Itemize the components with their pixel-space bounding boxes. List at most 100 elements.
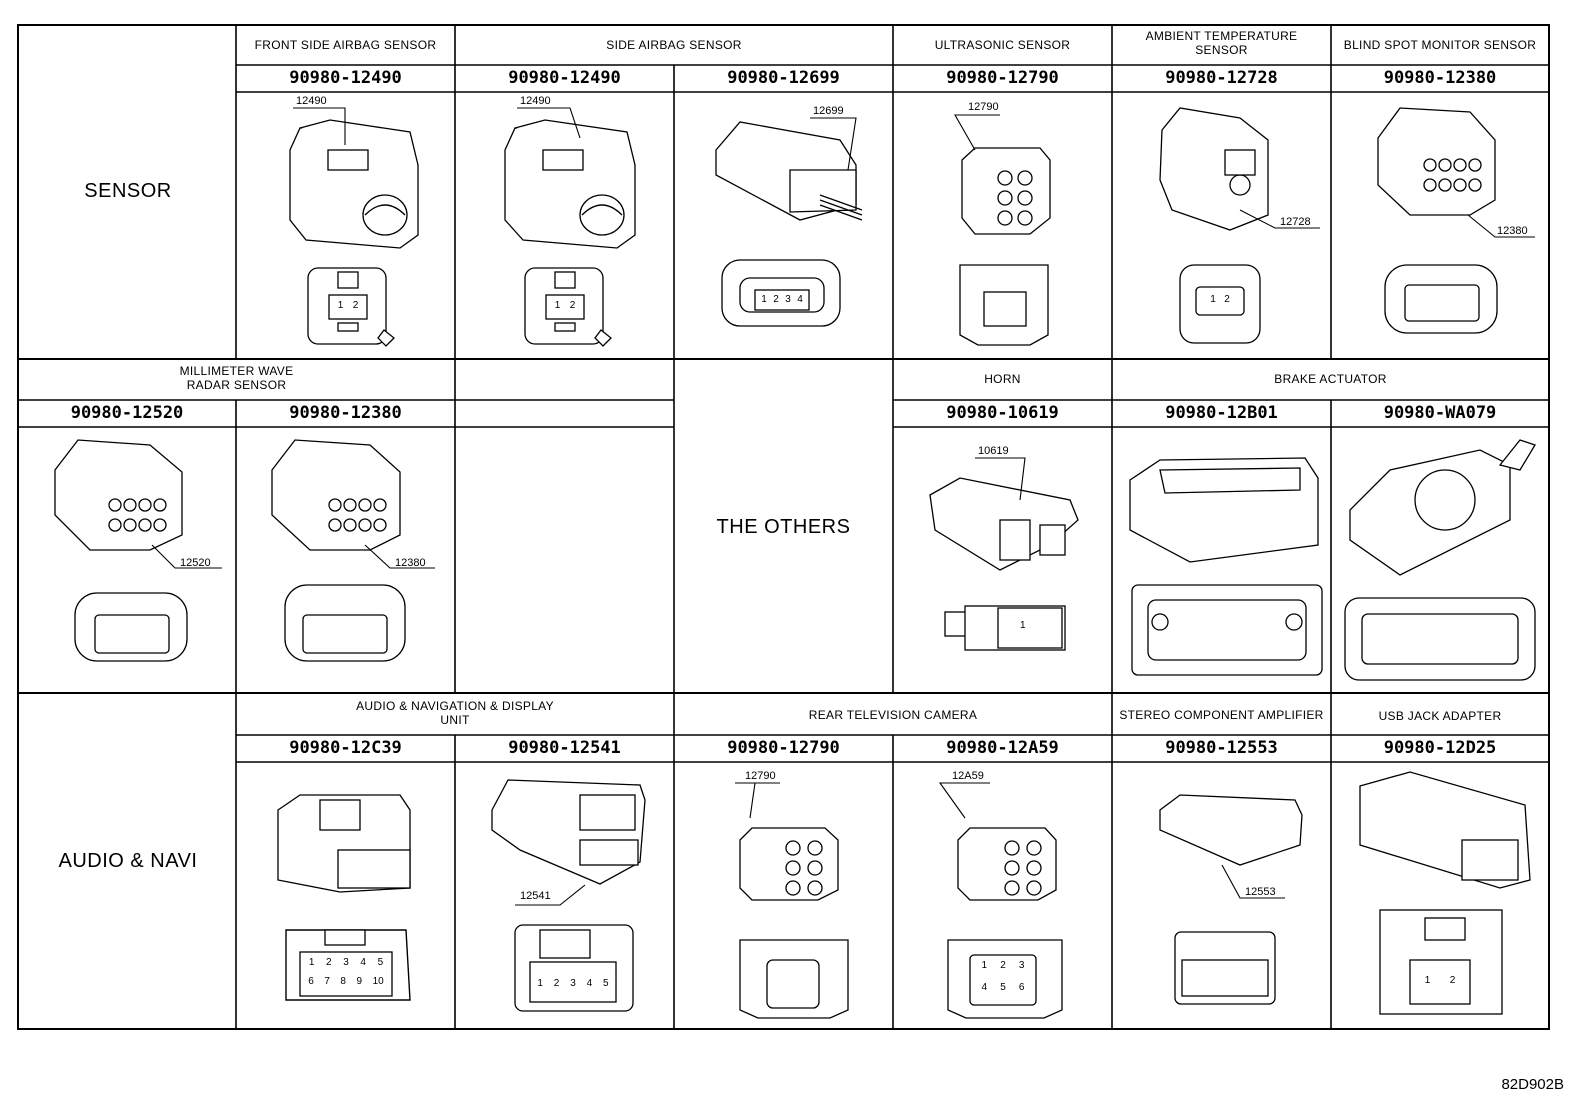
- connector-r3c6-iso: [1159, 794, 1303, 866]
- callout-leader-r1c5: [954, 114, 1000, 151]
- connector-r2c2-face: [284, 584, 406, 662]
- callout-label: 12380: [1497, 225, 1528, 237]
- callout-label: 12380: [395, 557, 426, 569]
- pin-label: 3: [1018, 960, 1025, 971]
- pin-label: 1: [537, 978, 543, 989]
- connector-r1c3-face: [524, 267, 612, 347]
- part-number: 90980-12790: [727, 738, 840, 758]
- connector-r1c2-iso: [289, 119, 419, 249]
- group-label-side-airbag: SIDE AIRBAG SENSOR: [606, 38, 742, 52]
- callout-leader-r1c6: [1239, 209, 1320, 229]
- part-number: 90980-12380: [289, 403, 402, 423]
- part-number: 90980-12541: [508, 738, 621, 758]
- connector-r2c5-face: [944, 605, 1066, 651]
- connector-r1c4-face: [721, 259, 841, 327]
- pin-label: 4: [981, 982, 988, 993]
- part-number: 90980-12553: [1165, 738, 1278, 758]
- pin-label: 3: [785, 294, 791, 305]
- connector-r2c7-face: [1344, 597, 1536, 681]
- group-label-blind-spot: BLIND SPOT MONITOR SENSOR: [1343, 38, 1537, 52]
- pin-label: 1: [761, 294, 767, 305]
- group-label-brake-actuator: BRAKE ACTUATOR: [1274, 372, 1387, 386]
- part-number: 90980-12D25: [1383, 738, 1497, 758]
- part-number: 90980-12B01: [1165, 403, 1278, 423]
- connector-r3c4-face: [739, 939, 849, 1019]
- connector-r2c2-iso: [271, 439, 401, 551]
- part-number: 90980-12C39: [289, 738, 402, 758]
- connector-r1c7-iso: [1377, 107, 1496, 216]
- pin-label: 4: [797, 294, 803, 305]
- pin-label: 5: [602, 978, 609, 989]
- pin-label: 5: [377, 957, 384, 968]
- connector-r3c2-face: [285, 929, 411, 1001]
- callout-label: 12699: [813, 105, 844, 117]
- pin-labels-r2c5: 1: [1020, 620, 1026, 631]
- pin-label: 1: [308, 957, 315, 968]
- callout-leader-r1c3: [517, 107, 581, 139]
- connector-r3c3-face: [514, 924, 634, 1012]
- callout-label: 10619: [978, 445, 1009, 457]
- group-label-horn: HORN: [984, 372, 1021, 386]
- part-number: 90980-12790: [946, 68, 1059, 88]
- callout-leader-r3c5: [938, 782, 990, 819]
- connector-r1c4-iso: [715, 121, 863, 221]
- group-label-front-side-airbag: FRONT SIDE AIRBAG SENSOR: [254, 38, 437, 52]
- callout-label: 12728: [1280, 216, 1311, 228]
- pin-label: 6: [1018, 982, 1025, 993]
- pin-label: 4: [586, 978, 593, 989]
- connector-r2c6-face: [1131, 584, 1323, 676]
- pin-label: 1: [1210, 294, 1216, 305]
- pin-label: 2: [326, 957, 332, 968]
- pin-label: 5: [1000, 982, 1006, 993]
- part-number: 90980-12699: [727, 68, 840, 88]
- pin-label: 2: [553, 978, 560, 989]
- part-number: 90980-12520: [70, 403, 184, 423]
- connector-r3c4-iso: [739, 827, 839, 901]
- group-label-rear-tv-camera: REAR TELEVISION CAMERA: [808, 708, 978, 722]
- callout-leader-r3c6: [1221, 864, 1285, 899]
- drawing-id: 82D902B: [1501, 1076, 1564, 1093]
- group-label-stereo-amp: STEREO COMPONENT AMPLIFIER: [1119, 708, 1324, 722]
- connector-r1c2-face: [307, 267, 395, 347]
- group-label-mmwave: MILLIMETER WAVE RADAR SENSOR: [179, 364, 294, 392]
- section-label-audio-navi: AUDIO & NAVI: [58, 850, 198, 872]
- group-label-ultrasonic: ULTRASONIC SENSOR: [934, 38, 1071, 52]
- callout-label: 12553: [1245, 886, 1276, 898]
- pin-label: 10: [372, 976, 384, 987]
- callout-label: 12A59: [952, 770, 984, 782]
- connector-r3c5-iso: [957, 827, 1057, 901]
- pin-label: 2: [352, 300, 359, 311]
- connector-r3c2-iso: [277, 794, 411, 893]
- callout-leader-r1c4: [810, 117, 857, 171]
- pin-label: 1: [1424, 975, 1431, 986]
- callout-leader-r1c7: [1467, 214, 1535, 238]
- pin-label: 2: [1449, 975, 1456, 986]
- pin-label: 7: [324, 976, 330, 987]
- connector-r1c7-face: [1384, 264, 1498, 334]
- callout-leader-r3c3: [515, 884, 586, 906]
- callout-leader-r3c4: [735, 782, 780, 819]
- connector-r1c6-face: [1179, 264, 1261, 344]
- pin-label: 6: [308, 976, 314, 987]
- section-label-sensor: SENSOR: [84, 180, 172, 202]
- pin-label: 2: [1000, 960, 1006, 971]
- connector-r1c3-iso: [504, 119, 636, 249]
- part-number: 90980-10619: [946, 403, 1059, 423]
- connector-r1c5-iso: [961, 147, 1051, 235]
- group-label-usb-jack: USB JACK ADAPTER: [1378, 709, 1502, 723]
- connector-r1c6-iso: [1159, 107, 1269, 231]
- callout-label: 12790: [968, 101, 999, 113]
- pin-label: 8: [340, 976, 346, 987]
- callout-label: 12490: [520, 95, 551, 107]
- connector-r2c5-iso: [929, 477, 1079, 571]
- connector-r3c6-face: [1174, 931, 1276, 1005]
